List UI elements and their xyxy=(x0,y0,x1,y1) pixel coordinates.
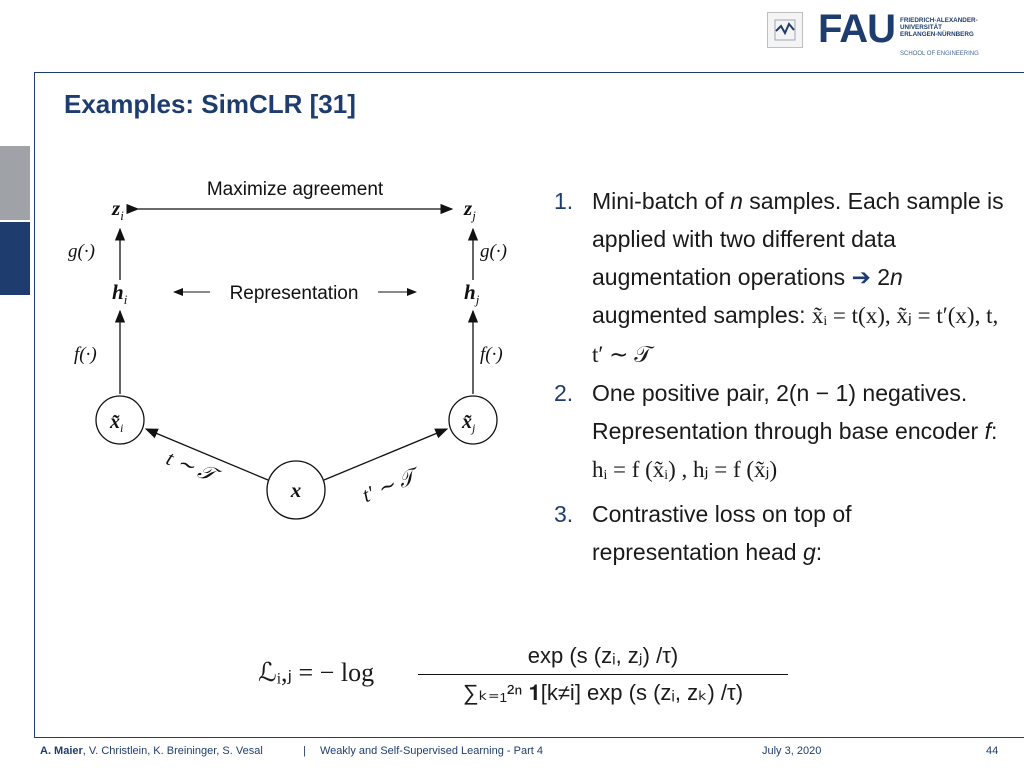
item-text: One positive pair, 2(n − 1) negatives. R… xyxy=(592,380,985,444)
item-var-g: g xyxy=(803,539,816,565)
h-j-label: hj xyxy=(464,280,480,307)
item-var-n: n xyxy=(730,188,743,214)
footer-author-rest: , V. Christlein, K. Breininger, S. Vesal xyxy=(82,745,263,757)
frame-bottom-rule xyxy=(34,737,1024,738)
side-tab-blue xyxy=(0,222,30,295)
x-tilde-i-label: x̃i xyxy=(109,411,123,435)
footer-course: Weakly and Self-Supervised Learning - Pa… xyxy=(320,745,543,757)
slide-title: Examples: SimCLR [31] xyxy=(64,89,356,119)
fau-logo: FAU xyxy=(818,7,896,51)
university-line-2: UNIVERSITÄT xyxy=(900,24,942,31)
item-number: 1. xyxy=(554,188,574,214)
university-line-3: ERLANGEN-NÜRNBERG xyxy=(900,31,974,38)
encoder-equation: hᵢ = f (x̃ᵢ) , hⱼ = f (x̃ⱼ) xyxy=(592,457,778,482)
side-tab-gray xyxy=(0,146,30,220)
list-item: 3. Contrastive loss on top of representa… xyxy=(554,495,1004,571)
item-number: 3. xyxy=(554,501,574,527)
frame-top-rule xyxy=(34,72,1024,73)
g-right-label: g(·) xyxy=(480,241,507,262)
item-text: augmented samples: xyxy=(592,302,812,328)
z-i-label: zi xyxy=(111,196,124,223)
g-left-label: g(·) xyxy=(68,241,95,262)
footer-date: July 3, 2020 xyxy=(762,745,822,757)
x-input-label: x xyxy=(290,478,302,502)
item-text: 2 xyxy=(870,264,891,290)
f-right-label: f(·) xyxy=(480,344,503,365)
augmentation-equation: x̃ᵢ = t(x), x̃ⱼ = t′(x), t, t′ ∼ 𝒯 xyxy=(592,303,999,367)
contrastive-loss-formula: ℒᵢ,ⱼ = − log exp (s (zᵢ, zⱼ) /τ) ∑ₖ₌₁²ⁿ … xyxy=(258,640,798,720)
item-text: Contrastive loss on top of representatio… xyxy=(592,501,852,565)
simclr-diagram: Maximize agreement zi zj g(·) g(·) hi hj… xyxy=(68,179,507,520)
x-tilde-j-label: x̃j xyxy=(461,411,476,435)
f-left-label: f(·) xyxy=(74,344,97,365)
item-var-f: f xyxy=(984,418,991,444)
loss-denominator: ∑ₖ₌₁²ⁿ 𝟏[k≠i] exp (s (zᵢ, zₖ) /τ) xyxy=(462,680,744,705)
footer-authors: A. Maier, V. Christlein, K. Breininger, … xyxy=(40,745,263,757)
item-var-n: n xyxy=(890,264,903,290)
loss-lhs: ℒᵢ,ⱼ = − log xyxy=(258,658,375,687)
arrow-icon: ➔ xyxy=(851,264,871,290)
x-tilde-j-node xyxy=(448,395,498,445)
t-right-arrow xyxy=(323,428,449,481)
list-item: 2. One positive pair, 2(n − 1) negatives… xyxy=(554,374,1004,489)
loss-fraction: exp (s (zᵢ, zⱼ) /τ) ∑ₖ₌₁²ⁿ 𝟏[k≠i] exp (s… xyxy=(418,640,788,709)
representation-label: Representation xyxy=(230,283,359,304)
loss-numerator: exp (s (zᵢ, zⱼ) /τ) xyxy=(527,643,679,668)
university-name: FRIEDRICH-ALEXANDER- UNIVERSITÄT ERLANGE… xyxy=(900,17,1010,38)
lme-logo xyxy=(767,12,803,48)
maximize-label: Maximize agreement xyxy=(207,179,384,200)
item-text: : xyxy=(990,418,998,444)
school-name: SCHOOL OF ENGINEERING xyxy=(900,51,979,57)
footer-separator: | xyxy=(303,745,306,757)
list-item: 1. Mini-batch of n samples. Each sample … xyxy=(554,182,1004,374)
item-text: samples. Each sample is applied with two… xyxy=(592,188,1004,290)
frame-left-rule xyxy=(34,72,35,738)
t-right-label: t' ∼ 𝒯 xyxy=(359,462,425,507)
steps-list: 1. Mini-batch of n samples. Each sample … xyxy=(554,182,1004,571)
z-j-label: zj xyxy=(463,196,476,223)
fraction-bar xyxy=(418,674,788,675)
page-number: 44 xyxy=(986,745,999,757)
h-i-label: hi xyxy=(112,280,128,307)
university-line-1: FRIEDRICH-ALEXANDER- xyxy=(900,17,978,24)
t-left-label: t ∼ 𝒯 xyxy=(163,446,225,490)
item-text: : xyxy=(815,539,823,565)
x-tilde-i-node xyxy=(95,395,145,445)
footer-author-main: A. Maier xyxy=(40,745,83,757)
item-number: 2. xyxy=(554,380,574,406)
t-left-arrow xyxy=(144,428,269,481)
x-input-node xyxy=(266,460,326,520)
item-text: Mini-batch of xyxy=(592,188,731,214)
